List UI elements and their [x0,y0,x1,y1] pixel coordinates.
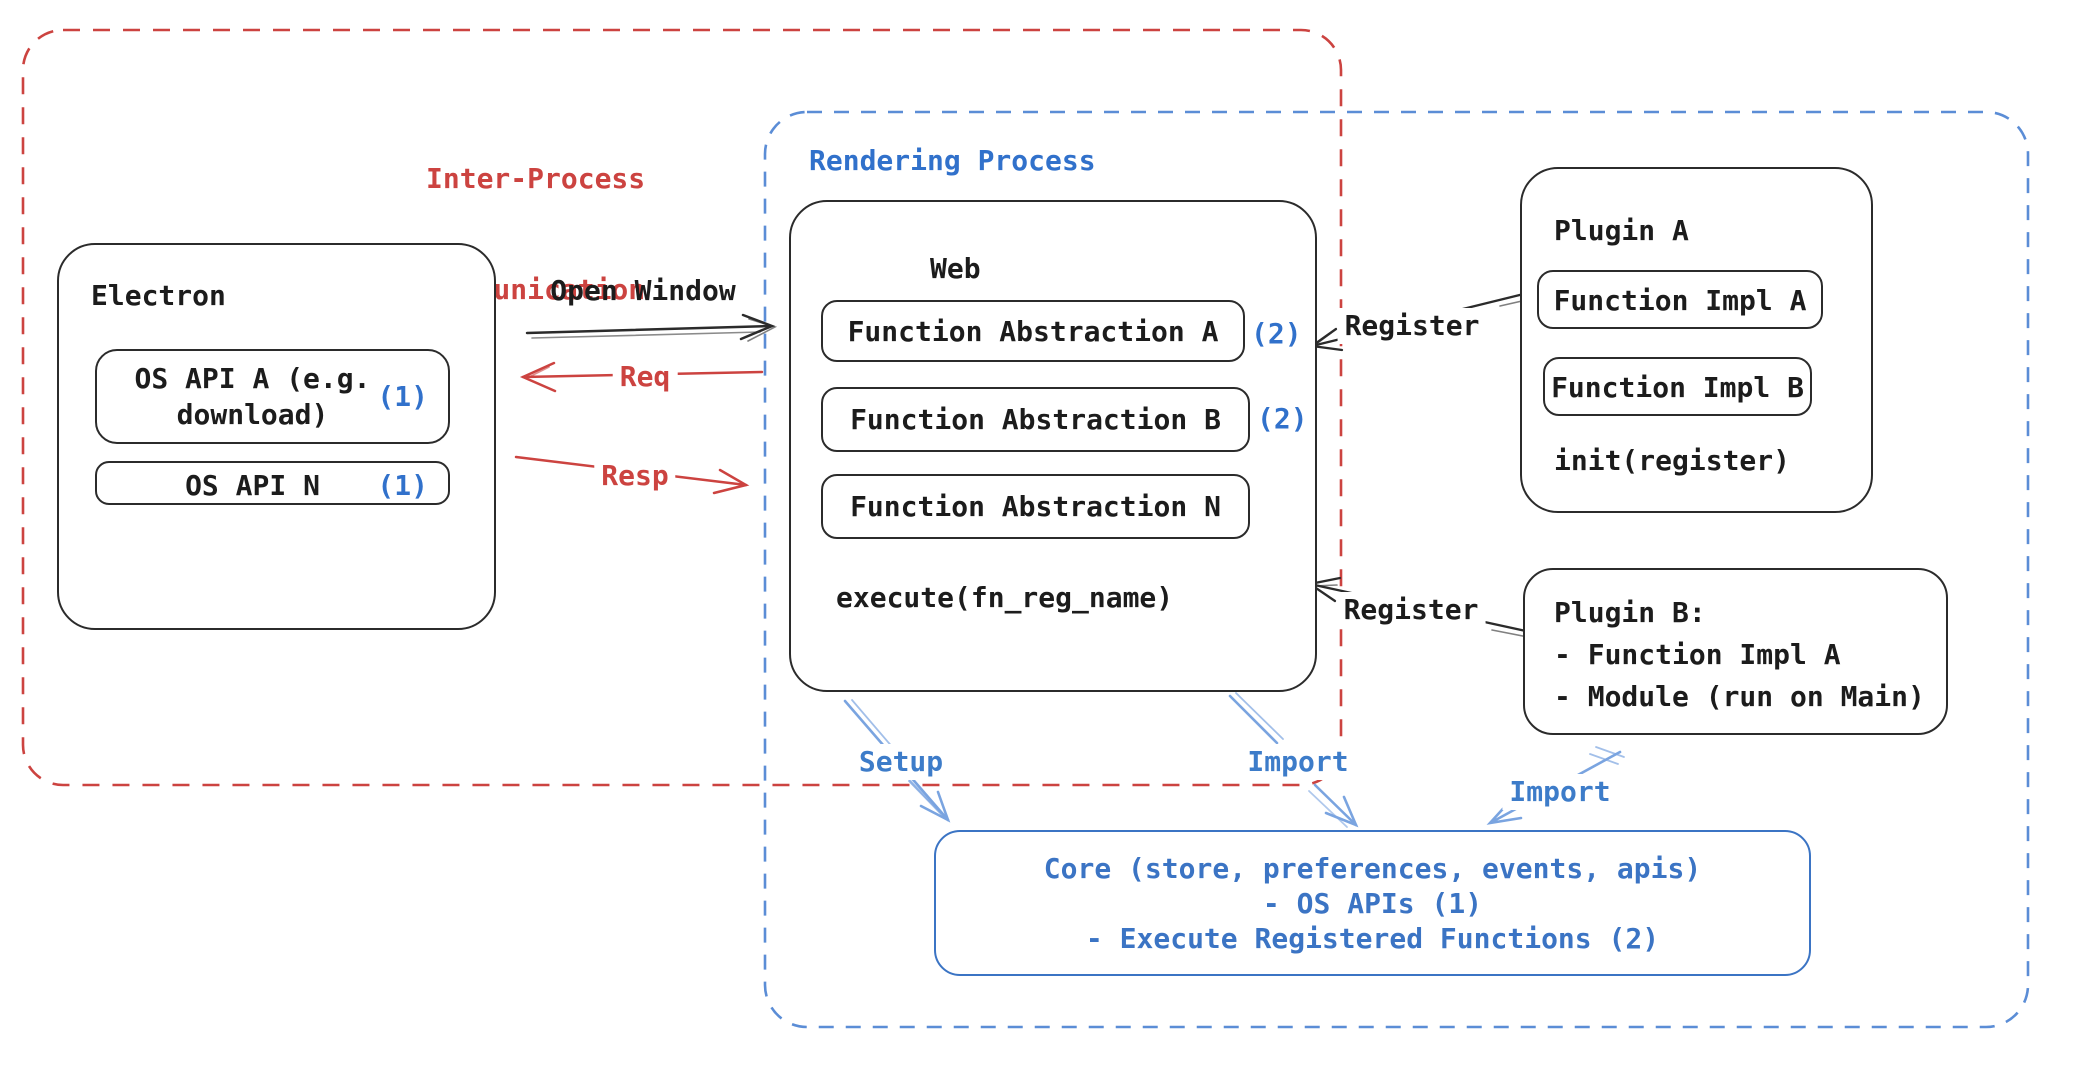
rendering-region-label: Rendering Process [809,144,1096,177]
electron-title: Electron [91,279,226,312]
function-abstraction-n-node[interactable]: Function Abstraction N [821,474,1250,539]
core-item-os-apis: - OS APIs (1) [1262,886,1483,920]
plugin-b-item-function-impl-a: - Function Impl A [1554,638,1841,671]
function-impl-a-label: Function Impl A [1553,284,1807,317]
register-a-arrow-label: Register [1337,308,1487,344]
plugin-a-node[interactable] [1520,167,1873,513]
rendering-process-boundary[interactable] [763,110,2030,1029]
function-abstraction-a-node[interactable]: Function Abstraction A [821,300,1245,362]
ipc-region-label: Inter-Process Communication [426,86,645,382]
os-api-a-label-line2: download) [176,398,329,431]
core-node[interactable]: Core (store, preferences, events, apis) … [934,830,1811,976]
register-b-arrow-label: Register [1336,592,1486,628]
function-abstraction-b-node[interactable]: Function Abstraction B [821,387,1250,452]
function-abstraction-a-label: Function Abstraction A [847,315,1219,348]
plugin-b-title: Plugin B: [1554,596,1706,629]
function-abstraction-a-badge: (2) [1251,317,1302,350]
web-title: Web [930,252,981,285]
open-window-arrow-label: Open Window [550,274,736,307]
function-impl-a-node[interactable]: Function Impl A [1537,270,1823,329]
os-api-a-badge: (1) [377,380,428,413]
ipc-label-line1: Inter-Process [426,162,646,195]
import-web-arrow[interactable] [1228,692,1359,828]
os-api-a-label-line1: OS API A (e.g. [134,362,371,395]
function-impl-b-label: Function Impl B [1551,371,1804,404]
os-api-a-node[interactable]: OS API A (e.g. download) (1) [95,349,450,444]
import-web-arrow-label: Import [1240,744,1356,780]
function-abstraction-b-label: Function Abstraction B [850,403,1221,436]
core-item-execute-registered: - Execute Registered Functions (2) [1085,921,1660,955]
req-arrow-label: Req [612,359,678,395]
plugin-a-title: Plugin A [1554,214,1689,247]
web-execute-label: execute(fn_reg_name) [836,581,1174,614]
resp-arrow-label: Resp [594,458,676,494]
plugin-a-init-label: init(register) [1554,444,1791,477]
os-api-n-node[interactable]: OS API N (1) [95,461,450,505]
open-window-arrow[interactable] [525,313,778,342]
core-title: Core (store, preferences, events, apis) [1043,851,1702,885]
function-abstraction-b-badge: (2) [1257,402,1308,435]
os-api-n-label: OS API N [185,469,320,502]
ipc-boundary[interactable] [21,28,1343,787]
setup-arrow-label: Setup [851,744,951,780]
os-api-n-badge: (1) [377,469,428,502]
plugin-b-item-module: - Module (run on Main) [1554,680,1925,713]
function-impl-b-node[interactable]: Function Impl B [1543,357,1812,416]
plugin-b-node[interactable]: Plugin B: - Function Impl A - Module (ru… [1523,568,1948,735]
function-abstraction-n-label: Function Abstraction N [850,490,1221,523]
import-plugin-arrow-label: Import [1502,774,1618,810]
